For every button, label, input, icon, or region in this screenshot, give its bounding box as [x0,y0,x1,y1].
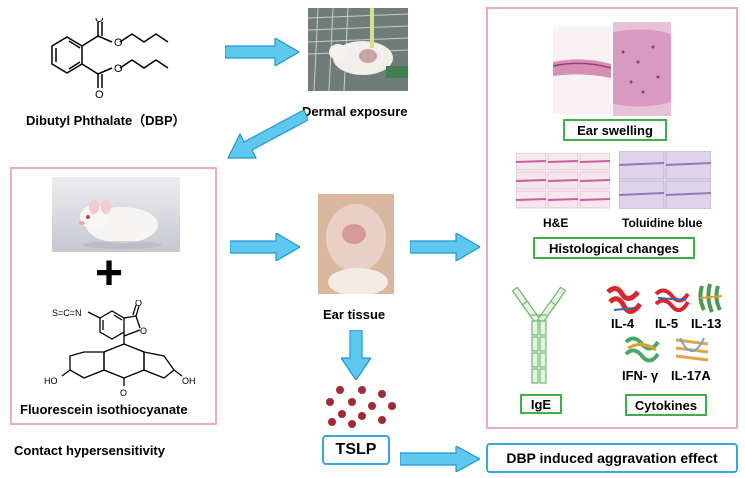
histological-changes-label: Histological changes [533,237,695,259]
fitc-oh-right: OH [182,376,196,386]
ear-tissue-photo [318,194,394,294]
tslp-box: TSLP [322,435,390,465]
fitc-ncs: S=C=N [52,308,82,318]
contact-hypersensitivity-box [10,167,217,425]
plus-sign: + [95,247,124,300]
ige-antibody-icon [511,286,567,384]
dermal-exposure-label: Dermal exposure [302,104,408,119]
ear-swelling-image-2 [613,22,671,116]
toluidine-stain-grid [619,151,711,209]
toluidine-label: Toluidine blue [622,216,703,230]
ear-tissue-label: Ear tissue [323,307,386,322]
tslp-dots [326,386,396,428]
cytokines-label: Cytokines [625,394,707,416]
il4-label: IL-4 [611,316,635,331]
arrow-dbp-to-dermal [225,38,299,66]
svg-text:O: O [114,63,123,75]
svg-text:O: O [114,37,123,49]
il13-protein-icon [698,283,723,313]
il17a-label: IL-17A [671,368,711,383]
arrow-tslp-to-conclusion [400,446,480,472]
dermal-exposure-photo [308,8,408,91]
arrow-ear-to-tslp [341,330,371,380]
fitc-ho-left: HO [44,376,58,386]
conclusion-box: DBP induced aggravation effect [486,443,738,473]
fitc-carbonyl-o: O [135,300,142,308]
dbp-structure: O O O O [51,18,169,100]
il4-protein-icon [606,286,643,314]
il5-protein-icon [654,288,690,312]
fitc-ring-o: O [140,326,147,336]
contact-hypersensitivity-caption: Contact hypersensitivity [14,443,165,458]
ige-label: IgE [520,394,562,414]
fitc-structure: S=C=N O O O HO OH [44,300,196,398]
dbp-label: Dibutyl Phthalate（DBP） [26,113,186,128]
arrow-dermal-to-chs [227,110,308,159]
svg-text:O: O [95,18,104,25]
arrow-ear-to-results [410,233,480,261]
ear-swelling-image-1 [553,26,611,114]
he-label: H&E [543,216,569,230]
fitc-label: Fluorescein isothiocyanate [20,402,188,417]
fitc-xanthene-o: O [120,388,127,398]
il5-label: IL-5 [655,316,679,331]
svg-text:O: O [95,89,104,100]
ifng-label: IFN- γ [622,368,659,383]
il13-label: IL-13 [691,316,722,331]
arrow-chs-to-ear [230,233,300,261]
results-box [486,7,738,429]
ear-swelling-label: Ear swelling [563,119,667,141]
il17a-protein-icon [675,337,709,362]
he-stain-grid [516,153,610,209]
mouse-photo [52,177,180,252]
ifng-protein-icon [624,336,660,363]
